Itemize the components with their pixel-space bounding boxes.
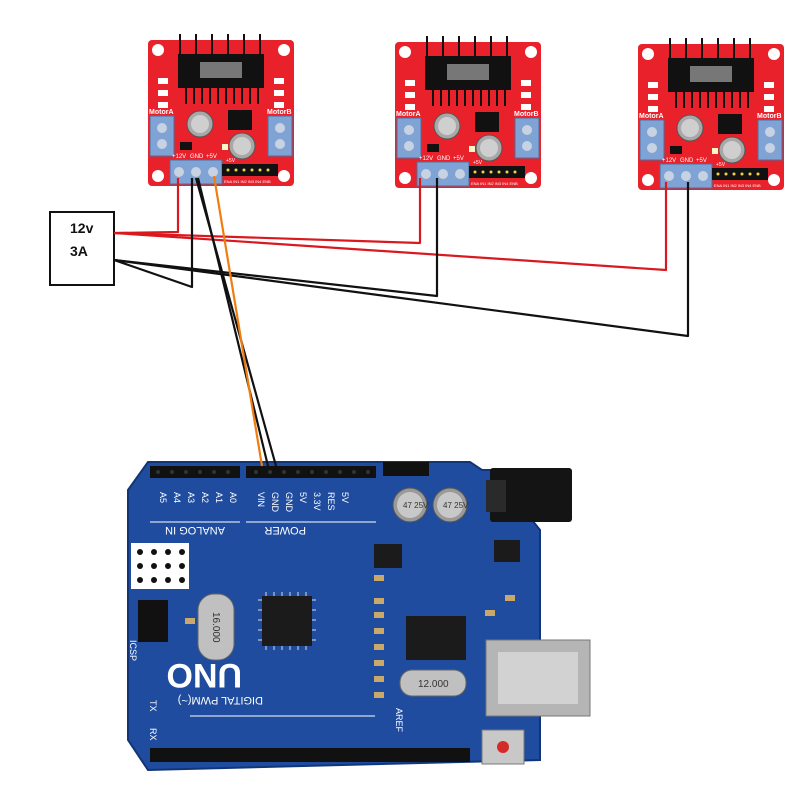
wire-gnd-driver-3 — [113, 182, 690, 338]
icsp-label: ICSP — [128, 640, 138, 661]
power-pin-label: 5V — [340, 492, 350, 503]
analog-pin-label: A0 — [228, 492, 238, 503]
power-supply-box: 12v 3A — [49, 211, 115, 286]
analog-pin-label: A5 — [158, 492, 168, 503]
power-pin-label: VIN — [256, 492, 266, 507]
motor-driver-board: MotorA MotorB +12V GND +5V +5V ENA IN1 I… — [148, 34, 294, 186]
digital-header — [150, 748, 470, 762]
crystal-12mhz: 12.000 — [399, 669, 467, 697]
icsp-header — [138, 600, 168, 642]
rx-label: RX — [148, 728, 158, 741]
top-right-header — [383, 462, 429, 476]
microcontroller-chip — [258, 592, 316, 650]
pin-12v-label: +12V — [172, 154, 186, 160]
usb-chip — [406, 616, 466, 660]
reset-button — [481, 729, 525, 765]
wire-12v-driver-1 — [113, 178, 180, 235]
analog-pin-label: A3 — [186, 492, 196, 503]
usb-connector — [485, 639, 591, 717]
aref-label: AREF — [394, 708, 404, 733]
capacitor: 47 25V — [392, 487, 429, 523]
svg-text:16.000: 16.000 — [210, 612, 221, 643]
motor-driver-board — [637, 37, 785, 191]
power-pin-label: GND — [270, 492, 280, 513]
arduino-board: VIN GND GND 5V 3.3V RES 5V A5 A4 A3 A2 A… — [127, 461, 591, 772]
svg-text:12.000: 12.000 — [418, 679, 449, 690]
wire-12v-driver-3 — [113, 182, 668, 272]
crystal-16mhz: 16.000 — [197, 593, 235, 661]
power-section-label: POWER — [264, 524, 306, 536]
analog-pin-label: A1 — [214, 492, 224, 503]
control-pins-label: ENA IN1 IN2 IN3 IN4 ENB — [224, 179, 271, 184]
power-pin-label: 3.3V — [312, 492, 322, 511]
svg-text:47 25V: 47 25V — [403, 501, 429, 510]
wire-gnd-driver-1 — [113, 178, 194, 289]
motor-driver-board — [394, 35, 542, 189]
supply-voltage-label: 12v — [70, 220, 94, 236]
power-pin-label: GND — [284, 492, 294, 513]
power-pin-label: RES — [326, 492, 336, 511]
motor-b-terminal — [267, 115, 293, 157]
regulator-chip — [374, 544, 402, 568]
svg-text:47 25V: 47 25V — [443, 501, 469, 510]
motor-a-terminal — [149, 115, 175, 157]
digital-pwm-label: DIGITAL PWM(~) — [178, 694, 263, 706]
dc-jack — [486, 468, 572, 522]
capacitor: 47 25V — [432, 487, 469, 523]
supply-current-label: 3A — [70, 243, 88, 259]
motor-b-label: MotorB — [267, 109, 292, 116]
pin-5v-label: +5V — [206, 154, 217, 160]
power-pin-label: 5V — [298, 492, 308, 503]
wire-5v-to-vin — [212, 175, 264, 467]
analog-pin-label: A4 — [172, 492, 182, 503]
analog-header-top — [150, 466, 240, 478]
motor-a-label: MotorA — [149, 109, 174, 116]
wire-gnd-to-arduino-2 — [196, 177, 270, 467]
pin-gnd-label: GND — [190, 154, 204, 160]
pin-5v-label-small: +5V — [226, 158, 236, 164]
analog-section-label: ANALOG IN — [165, 524, 225, 536]
tx-label: TX — [148, 700, 158, 712]
control-header — [222, 164, 278, 176]
analog-pin-label: A2 — [200, 492, 210, 503]
board-name-label: UNO — [166, 656, 242, 694]
wire-12v-driver-2 — [113, 178, 422, 245]
